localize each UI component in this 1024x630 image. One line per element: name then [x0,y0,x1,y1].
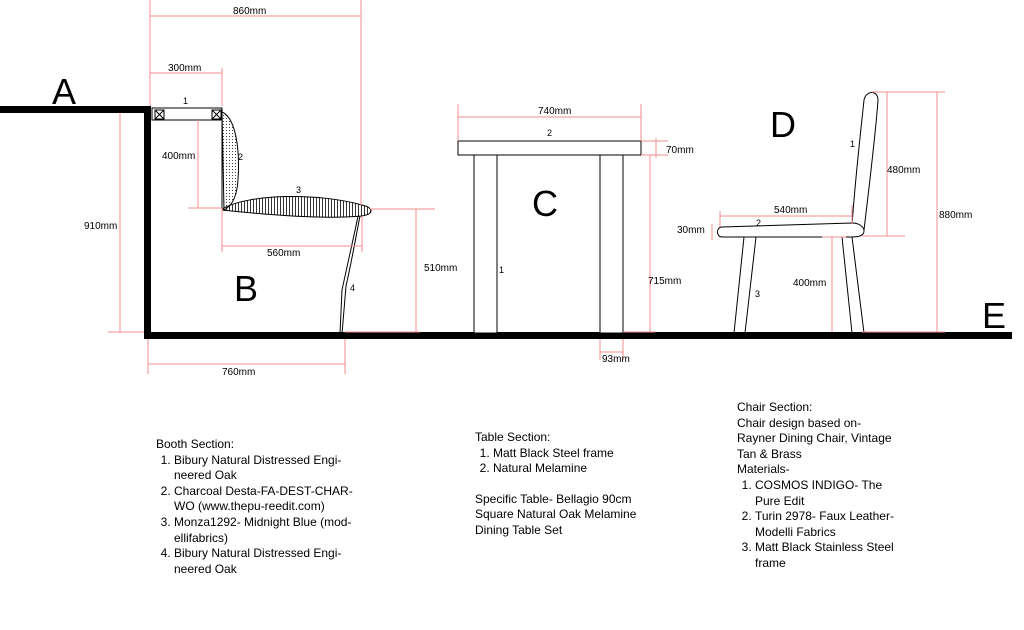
table-notes: Table Section: Matt Black Steel frame Na… [475,430,645,539]
floor-line [144,332,1012,339]
list-item: Matt Black Steel frame [493,446,645,462]
dim-chair-seat-height: 400mm [793,278,826,289]
dim-chair-height: 880mm [939,210,972,221]
dim-booth-back: 400mm [162,151,195,162]
list-item: Charcoal Desta-FA-DEST-CHAR-WO (www.thep… [174,484,356,515]
dim-booth-seat: 560mm [267,248,300,259]
part-chair-seat: 2 [756,218,761,228]
chair-back [851,92,879,231]
list-item: Bibury Natural Distressed Engi-neered Oa… [174,453,356,484]
chair-leg-back [841,236,865,334]
table-top [457,140,642,156]
part-booth-back: 2 [238,152,243,162]
dim-chair-seat-thick: 30mm [677,225,705,236]
booth-section [151,107,372,335]
dim-table-leg: 93mm [602,354,630,365]
part-table-leg: 1 [499,265,504,275]
dimension-lines [108,0,945,374]
dim-booth-frame: 300mm [168,63,201,74]
list-item: Matt Black Stainless Steel frame [755,540,902,571]
table-specific-note: Specific Table- Bellagio 90cm Square Nat… [475,491,637,537]
chair-design-note: Chair design based on- Rayner Dining Cha… [737,415,892,461]
list-item: Monza1292- Midnight Blue (mod-ellifabric… [174,515,356,546]
booth-back-cushion [221,111,239,211]
section-labels: A B C D E [52,71,1006,336]
list-item: Natural Melamine [493,461,645,477]
section-label-c: C [532,183,558,224]
dim-chair-back: 480mm [887,165,920,176]
dim-booth-seat-height: 510mm [424,263,457,274]
part-booth-frame: 1 [183,96,188,106]
table-leg-left [473,154,498,334]
booth-materials-list: Bibury Natural Distressed Engi-neered Oa… [156,453,356,578]
chair-materials-label: Materials- [737,462,790,477]
dim-booth-base: 760mm [222,367,255,378]
dim-table-top: 70mm [666,145,694,156]
chair-seat [717,222,865,238]
part-chair-leg: 3 [755,289,760,299]
wall-ledge [0,106,150,113]
chair-section [717,92,879,334]
section-label-d: D [770,104,796,145]
dim-chair-seat-width: 540mm [774,205,807,216]
part-booth-seat: 3 [296,185,301,195]
dimension-labels: 860mm 300mm 400mm 910mm 560mm 510mm 760m… [84,6,972,378]
booth-base-panel [339,215,361,335]
table-section [457,140,642,334]
booth-seat-cushion [221,195,372,218]
wall [144,106,151,338]
booth-notes-heading: Booth Section: [156,437,235,451]
part-chair-back: 1 [850,139,855,149]
chair-notes: Chair Section: Chair design based on- Ra… [737,400,902,572]
chair-leg-front [733,236,757,334]
booth-frame-box-left [154,109,165,120]
booth-notes: Booth Section: Bibury Natural Distressed… [156,437,356,577]
dim-table-height: 715mm [648,276,681,287]
dim-booth-depth: 860mm [233,6,266,17]
section-label-b: B [234,268,258,309]
section-label-a: A [52,71,76,112]
chair-materials-list: COSMOS INDIGO- The Pure Edit Turin 2978-… [737,478,902,572]
wall-and-floor [0,106,1012,339]
section-label-e: E [982,295,1006,336]
part-numbers: 1 2 3 4 1 2 1 2 3 [183,96,855,299]
list-item: COSMOS INDIGO- The Pure Edit [755,478,902,509]
part-table-top: 2 [547,128,552,138]
booth-frame-box-right [211,109,222,120]
part-booth-base: 4 [350,283,355,293]
table-notes-heading: Table Section: [475,430,551,444]
list-item: Turin 2978- Faux Leather- Modelli Fabric… [755,509,902,540]
dim-table-width: 740mm [538,106,571,117]
dim-booth-height: 910mm [84,221,117,232]
list-item: Bibury Natural Distressed Engi-neered Oa… [174,546,356,577]
chair-notes-heading: Chair Section: [737,400,813,414]
table-leg-right [599,154,624,334]
table-materials-list: Matt Black Steel frame Natural Melamine [475,446,645,477]
